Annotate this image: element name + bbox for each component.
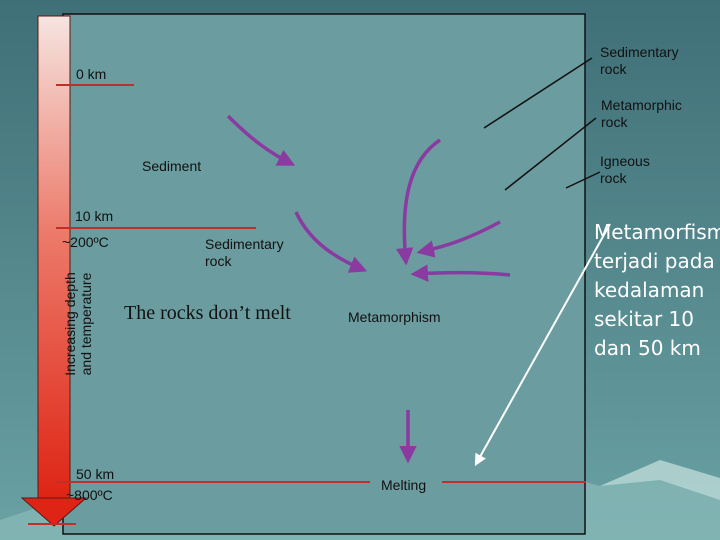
- label-10km: 10 km: [75, 208, 113, 225]
- label-melting: Melting: [381, 477, 426, 494]
- axis-label-depth-temperature: Increasing depth and temperature: [62, 244, 94, 404]
- label-0km: 0 km: [76, 66, 106, 83]
- label-igneous-rock: Igneous rock: [600, 153, 670, 187]
- label-temp-800: ~800ºC: [66, 487, 113, 504]
- label-metamorphism: Metamorphism: [348, 309, 441, 326]
- label-sedimentary-rock-top: Sedimentary rock: [600, 44, 700, 78]
- label-metamorphic-rock: Metamorphic rock: [601, 97, 701, 131]
- label-sedimentary-rock-mid: Sedimentary rock: [205, 236, 305, 270]
- caption-text: Metamorfisme terjadi pada kedalaman seki…: [594, 218, 716, 363]
- axis-label-line2: and temperature: [78, 244, 94, 404]
- label-rocks-dont-melt: The rocks don’t melt: [124, 302, 291, 325]
- label-50km: 50 km: [76, 466, 114, 483]
- label-sediment: Sediment: [142, 158, 201, 175]
- axis-label-line1: Increasing depth: [62, 244, 78, 404]
